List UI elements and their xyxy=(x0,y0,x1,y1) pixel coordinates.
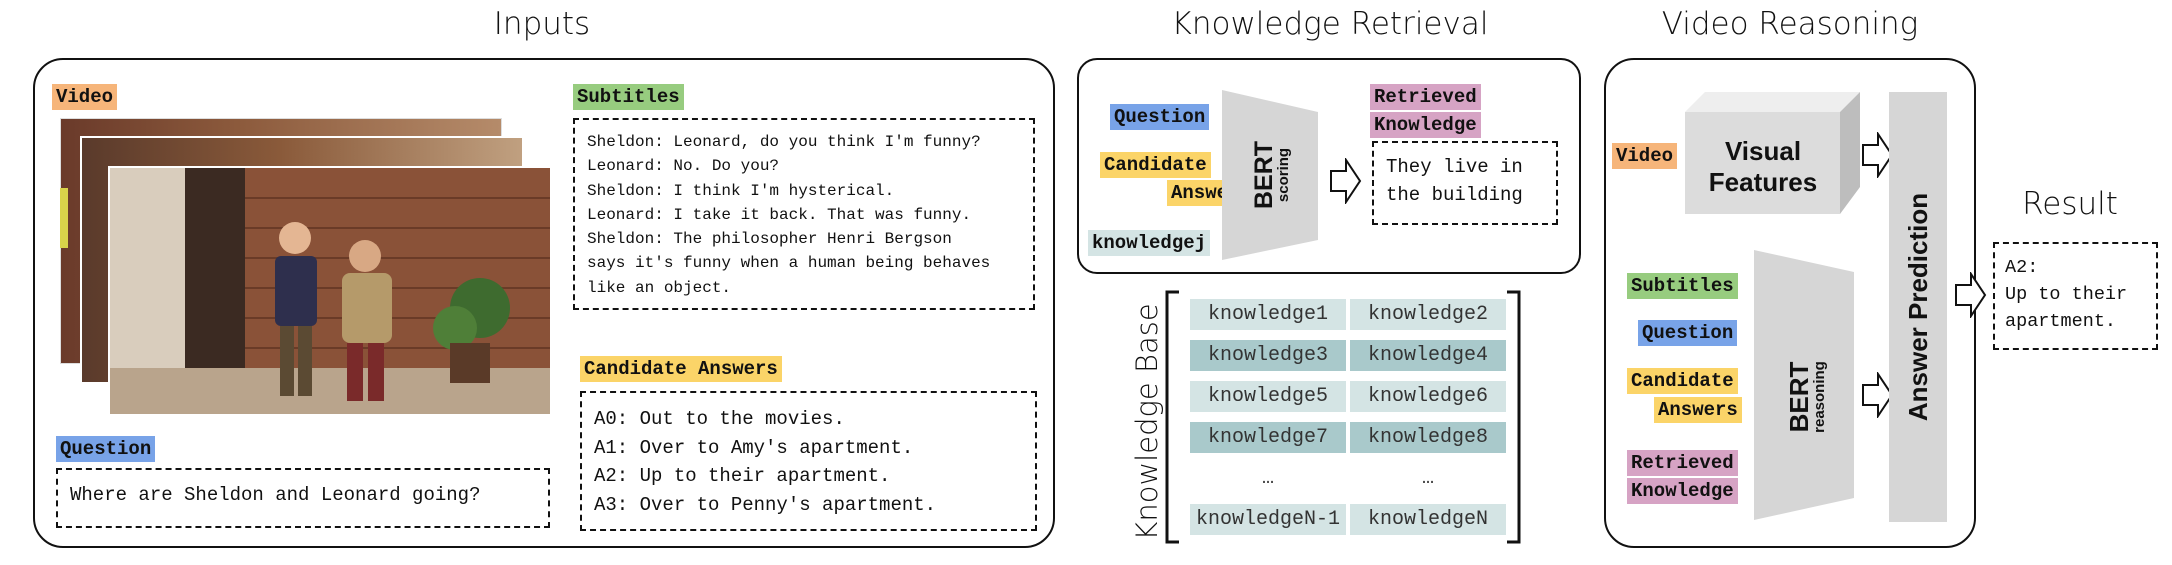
reasoning-video-tag: Video xyxy=(1612,143,1678,169)
sitcom-scene-image xyxy=(110,168,550,414)
answer-prediction-label: Answer Prediction xyxy=(1903,192,1933,422)
bert-reasoning-block xyxy=(1754,250,1854,520)
knowledge-item: knowledgeN xyxy=(1350,504,1506,535)
knowledge-item: knowledge7 xyxy=(1190,422,1346,453)
knowledge-item: knowledge3 xyxy=(1190,340,1346,371)
knowledge-base-label: Knowledge Base xyxy=(1130,303,1164,541)
inputs-title: Inputs xyxy=(493,6,591,42)
retrieved-knowledge-tag-2: Knowledge xyxy=(1370,112,1481,138)
reasoning-question-tag: Question xyxy=(1638,320,1738,346)
video-frames xyxy=(60,118,560,418)
result-line: apartment. xyxy=(2005,311,2117,332)
question-tag: Question xyxy=(56,436,156,462)
knowledge-item: knowledgeN-1 xyxy=(1190,504,1346,535)
video-frame-front xyxy=(108,166,552,416)
candidate-answers-tag: Candidate Answers xyxy=(580,356,782,382)
visual-features-line: Visual xyxy=(1724,136,1802,166)
subtitle-line: says it's funny when a human being behav… xyxy=(587,254,991,273)
answer-option: A2: Up to their apartment. xyxy=(594,465,891,487)
result-title: Result xyxy=(2022,186,2118,222)
bert-reasoning-label: BERT reasoning xyxy=(1784,327,1830,467)
knowledge-ellipsis: … xyxy=(1261,467,1274,490)
retrieved-knowledge-box: They live in the building xyxy=(1372,141,1558,225)
reasoning-retrieved-tag-2: Knowledge xyxy=(1627,478,1738,504)
subtitle-line: Leonard: I take it back. That was funny. xyxy=(587,205,972,224)
visual-features-label: Visual Features xyxy=(1686,136,1840,198)
result-line: A2: xyxy=(2005,257,2039,278)
bert-scoring-label: BERT scoring xyxy=(1250,115,1292,235)
subtitle-line: Sheldon: The philosopher Henri Bergson xyxy=(587,230,952,249)
knowledge-item: knowledge8 xyxy=(1350,422,1506,453)
knowledge-base-brackets xyxy=(1165,290,1521,544)
retrieved-text-line: They live in xyxy=(1386,156,1523,178)
knowledge-item: knowledge1 xyxy=(1190,299,1346,330)
knowledge-item: knowledge5 xyxy=(1190,381,1346,412)
result-box: A2: Up to their apartment. xyxy=(1993,242,2158,350)
retrieval-knowledge-tag: knowledgej xyxy=(1088,230,1211,256)
bert-to-prediction-arrow xyxy=(1862,372,1894,418)
knowledge-item: knowledge2 xyxy=(1350,299,1506,330)
subtitle-line: like an object. xyxy=(587,278,732,297)
retrieval-candidate-tag-1: Candidate xyxy=(1100,152,1211,178)
video-tag: Video xyxy=(52,84,118,110)
knowledge-retrieval-title: Knowledge Retrieval xyxy=(1171,6,1489,42)
bert-scoring-title: BERT xyxy=(1250,140,1278,210)
reasoning-subtitles-tag: Subtitles xyxy=(1627,273,1738,299)
inputs-panel xyxy=(33,58,1055,548)
result-arrow xyxy=(1955,272,1987,318)
retrieved-knowledge-tag-1: Retrieved xyxy=(1370,84,1481,110)
reasoning-retrieved-tag-1: Retrieved xyxy=(1627,450,1738,476)
subtitle-line: Sheldon: Leonard, do you think I'm funny… xyxy=(587,133,981,151)
subtitles-box: Sheldon: Leonard, do you think I'm funny… xyxy=(573,118,1035,310)
subtitle-line: Sheldon: I think I'm hysterical. xyxy=(587,181,895,200)
retrieved-text-line: the building xyxy=(1386,184,1523,206)
bert-reasoning-subtitle: reasoning xyxy=(1811,361,1828,433)
knowledge-ellipsis: … xyxy=(1421,467,1434,490)
reasoning-candidate-tag-1: Candidate xyxy=(1627,368,1738,394)
subtitle-line: Leonard: No. Do you? xyxy=(587,157,780,176)
retrieval-arrow xyxy=(1330,158,1362,204)
bert-scoring-block xyxy=(1222,90,1318,260)
knowledge-item: knowledge4 xyxy=(1350,340,1506,371)
video-reasoning-title: Video Reasoning xyxy=(1661,6,1919,42)
answer-option: A3: Over to Penny's apartment. xyxy=(594,493,937,516)
candidate-answers-box: A0: Out to the movies. A1: Over to Amy's… xyxy=(580,391,1037,531)
result-line: Up to their xyxy=(2005,284,2128,305)
bert-reasoning-title: BERT xyxy=(1784,361,1814,433)
visual-features-cube xyxy=(1685,92,1860,214)
answer-option: A0: Out to the movies. xyxy=(594,408,845,430)
subtitles-tag: Subtitles xyxy=(573,84,684,110)
visual-to-prediction-arrow xyxy=(1862,132,1894,178)
question-box: Where are Sheldon and Leonard going? xyxy=(56,468,550,528)
video-frame-edge-accent xyxy=(60,188,68,248)
answer-prediction-block xyxy=(1889,92,1947,522)
reasoning-candidate-tag-2: Answers xyxy=(1654,397,1742,423)
knowledge-item: knowledge6 xyxy=(1350,381,1506,412)
retrieval-question-tag: Question xyxy=(1110,104,1210,130)
knowledge-retrieval-panel xyxy=(1077,58,1581,274)
visual-features-line: Features xyxy=(1708,167,1818,197)
answer-option: A1: Over to Amy's apartment. xyxy=(594,436,914,459)
bert-scoring-subtitle: scoring xyxy=(1275,147,1292,203)
